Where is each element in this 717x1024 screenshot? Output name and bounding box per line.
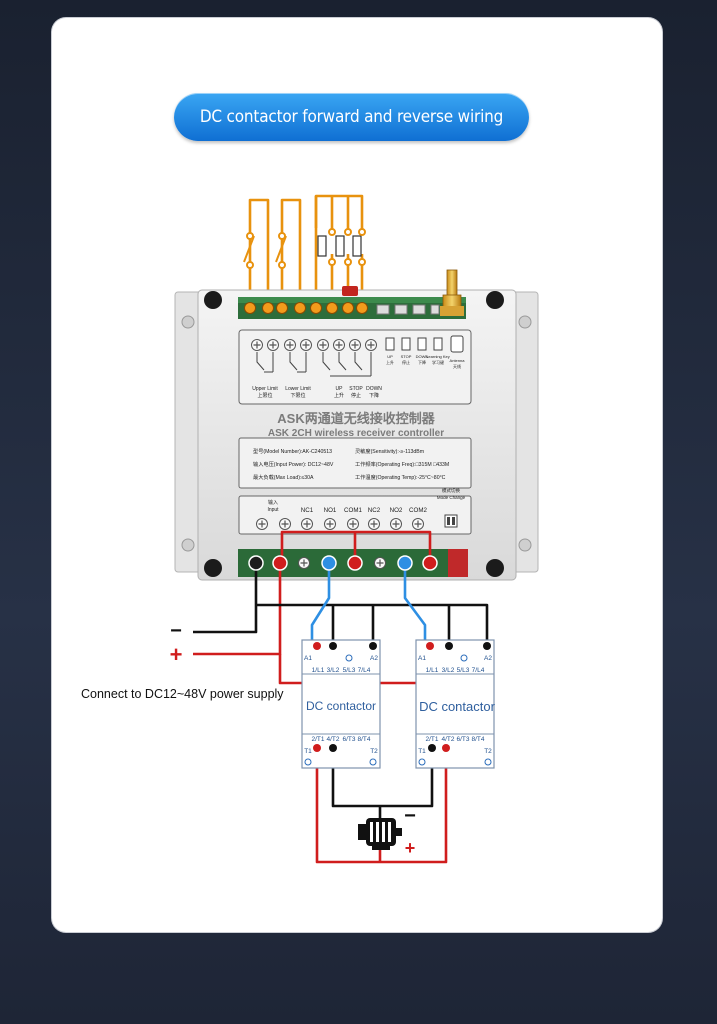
panel-switch-symbols [256,352,372,377]
c1-4t2: 4/T2 [326,736,339,743]
label-down-cn: 下降 [369,392,379,399]
label-no2: NO2 [390,507,403,514]
bottom-terminals [248,555,438,571]
top-terminals [244,302,440,315]
side-label-down: DOWN [416,354,429,359]
bottom-panel-labels: 输入 Input NC1 NO1 COM1 NC2 NO2 COM2 模式切换 … [267,487,465,514]
dc-contactor-2: A1 1/L1 3/L2 5/L3 7/L4 A2 T1 2/T1 4/T2 6… [415,639,496,769]
blue-wires [310,563,427,646]
c1-l1: 1/L1 [312,667,325,674]
c1-a2: A2 [370,655,378,662]
dc-motor-icon [358,818,402,850]
side-label-learning-cn: 学习键 [432,359,444,365]
side-panel-labels: UP 上升 STOP 停止 DOWN 下降 Learning Key 学习键 A… [386,354,465,369]
c2-l1: 1/L1 [426,667,439,674]
switch-contacts [243,228,366,269]
spec-sensitivity: 灵敏度(Sensitivity):-≥-113dBm [355,447,424,455]
c1-2t1: 2/T1 [311,736,324,743]
side-label-down-cn: 下降 [418,359,426,365]
c2-2t1: 2/T1 [425,736,438,743]
label-stop-cn: 停止 [351,392,361,399]
controller-title-cn: ASK两通道无线接收控制器 [277,411,435,426]
c2-6t3: 6/T3 [456,736,469,743]
motor-plus-sign: + [405,838,416,858]
spec-model: 型号(Model Number):AK-C240513 [253,447,332,455]
label-up-cn: 上升 [334,392,344,399]
receiver-controller [174,269,539,581]
power-minus-sign: − [170,620,182,642]
label-upper-limit-cn: 上限位 [257,392,272,399]
contactor-2-label: DC contactor [419,699,496,714]
label-input: Input [267,507,279,513]
side-label-up: UP [387,354,393,359]
contactor-1-label: DC contactor [306,699,376,713]
c2-l2: 3/L2 [442,667,455,674]
c1-l3: 5/L3 [343,667,356,674]
controller-title-en: ASK 2CH wireless receiver controller [268,428,444,439]
spec-max-load: 最大负载(Max Load):≤30A [253,473,314,481]
label-lower-limit: Lower Limit [285,386,311,392]
c2-l3: 5/L3 [457,667,470,674]
label-down: DOWN [366,386,382,392]
label-up: UP [336,386,344,392]
c1-t1: T1 [304,748,312,755]
side-label-antenna-cn: 天线 [453,363,461,369]
label-mode: Mode Change [437,495,466,500]
side-label-up-cn: 上升 [386,359,394,365]
label-com1: COM1 [344,507,362,514]
c1-l2: 3/L2 [327,667,340,674]
label-input-cn: 输入 [268,499,278,506]
label-nc2: NC2 [368,507,381,514]
label-stop: STOP [349,386,363,392]
power-plus-sign: + [170,642,183,667]
label-com2: COM2 [409,507,427,514]
black-wires [193,563,489,820]
top-panel-labels: Upper Limit 上限位 Lower Limit 下限位 UP 上升 ST… [252,386,382,399]
c2-8t4: 8/T4 [471,736,484,743]
motor-minus-sign: − [404,805,416,827]
c2-a2: A2 [484,655,492,662]
top-panel-screws [250,335,464,353]
label-mode-cn: 模式切换 [442,487,460,494]
c1-6t3: 6/T3 [342,736,355,743]
spec-table: 型号(Model Number):AK-C240513 灵敏度(Sensitiv… [253,447,449,481]
label-upper-limit: Upper Limit [252,386,278,392]
c1-a1: A1 [304,655,312,662]
side-label-stop: STOP [401,354,412,359]
c1-8t4: 8/T4 [357,736,370,743]
c1-t2: T2 [370,748,378,755]
c1-l4: 7/L4 [358,667,371,674]
c2-t2: T2 [484,748,492,755]
dc-contactor-1: A1 1/L1 3/L2 5/L3 7/L4 A2 T1 2/T1 4/T2 6… [301,639,381,769]
c2-4t2: 4/T2 [441,736,454,743]
label-nc1: NC1 [301,507,314,514]
c2-l4: 7/L4 [472,667,485,674]
spec-input-power: 输入电压(Input Power): DC12~48V [253,460,334,468]
spec-frequency: 工作频率(Operating Freq):□315M □433M [355,460,449,468]
bottom-panel-screws [255,514,458,531]
power-supply-caption: Connect to DC12~48V power supply [81,687,284,701]
c2-a1: A1 [418,655,426,662]
banner-title: DC contactor forward and reverse wiring [174,93,529,141]
label-no1: NO1 [324,507,337,514]
c2-t1: T1 [418,748,426,755]
label-lower-limit-cn: 下限位 [290,392,305,399]
side-label-learning: Learning Key [426,354,450,359]
side-label-stop-cn: 停止 [402,359,410,365]
side-label-antenna: Antenna [450,358,466,363]
spec-temperature: 工作温度(Operating Temp):-25°C~80°C [355,473,446,481]
